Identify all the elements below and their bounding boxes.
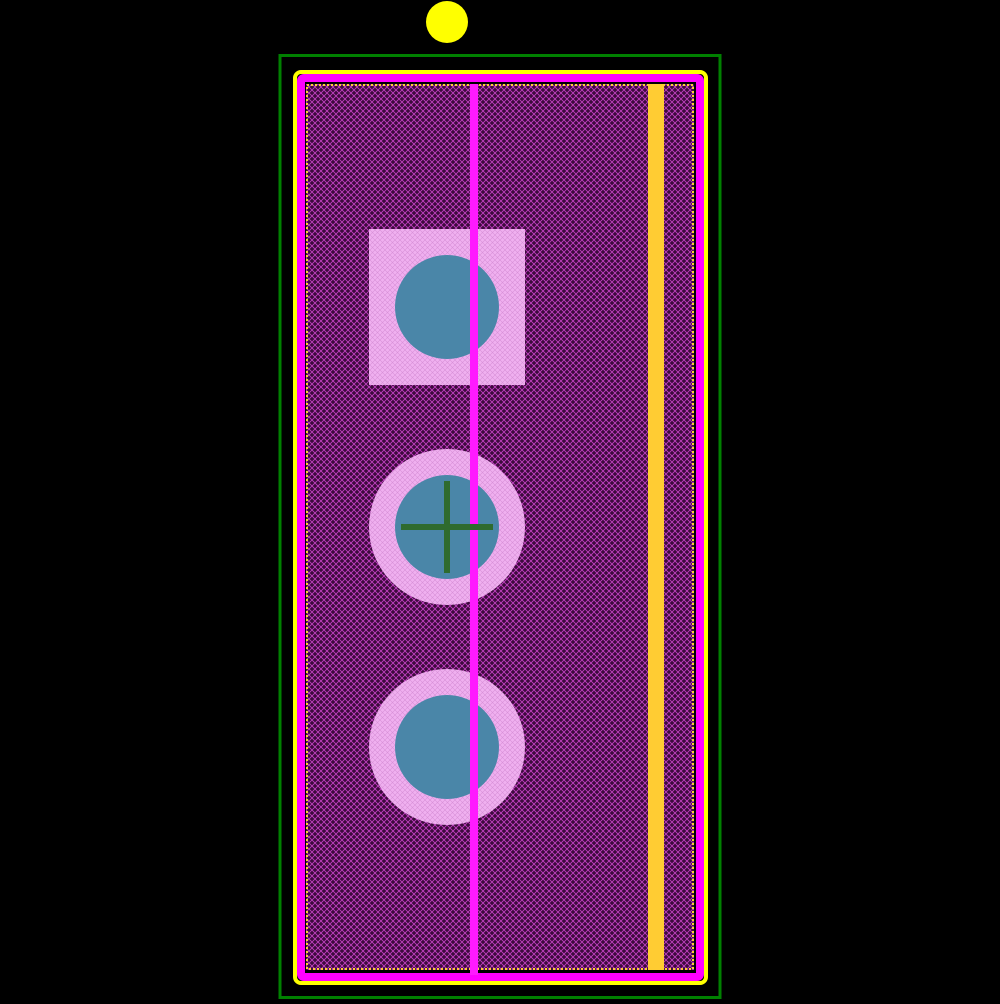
pin-1-indicator-dot (426, 1, 468, 43)
courtyard-outline (278, 54, 722, 999)
center-crosshair-icon (401, 481, 493, 573)
pin-1-drill-hole (395, 255, 499, 359)
silkscreen-outline (293, 70, 708, 985)
pin-3-pad (369, 669, 525, 825)
tab-stripe (648, 84, 664, 970)
pin-3-drill-hole (395, 695, 499, 799)
body-inner-border (306, 84, 694, 970)
fab-body-outline (297, 74, 704, 981)
pin-1-pad (369, 229, 525, 385)
